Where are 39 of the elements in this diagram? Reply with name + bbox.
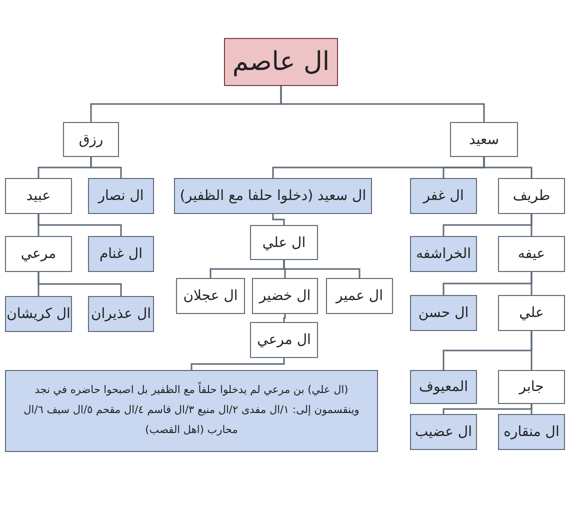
name-box: الخراشفه bbox=[410, 236, 477, 272]
connector-line bbox=[530, 404, 532, 414]
name-box: ال عذيران bbox=[88, 296, 154, 332]
connector-line bbox=[483, 157, 532, 178]
name-box: علي bbox=[498, 295, 565, 331]
name-box: ال علي bbox=[250, 225, 318, 260]
name-box: طريف bbox=[498, 178, 565, 214]
connector-line bbox=[90, 157, 122, 178]
connector-line bbox=[38, 214, 122, 236]
name-box: ال كريشان bbox=[5, 296, 72, 332]
name-box: عيفه bbox=[498, 236, 565, 272]
name-box: جابر bbox=[498, 370, 565, 404]
name-box: ال حسن bbox=[410, 295, 477, 331]
name-box: ال منقاره bbox=[498, 414, 565, 450]
connector-line bbox=[272, 214, 285, 225]
root-box: ال عاصم bbox=[224, 38, 338, 86]
name-box: ال عجلان bbox=[176, 278, 245, 314]
connector-line bbox=[530, 331, 532, 370]
note-box: (ال علي) بن مرعي لم يدخلوا حلفاً مع الظفير بل اصبحوا حاضره في نجد وينقسمون إلى: ١/ال مفدى ٢/ال منيع ٣/ال قاسم ٤/ال مقحم ٥/ال سيف ٦/ال محارب (اهل القصب) bbox=[5, 370, 378, 452]
connector-line bbox=[190, 358, 285, 370]
name-box: سعيد bbox=[450, 122, 518, 157]
name-box: رزق bbox=[63, 122, 119, 157]
connector-line bbox=[283, 314, 286, 322]
connector-line bbox=[530, 214, 532, 236]
name-box: ال خضير bbox=[252, 278, 318, 314]
name-box: ال غفر bbox=[410, 178, 477, 214]
connector-line bbox=[530, 272, 532, 295]
name-box: ال مرعي bbox=[250, 322, 318, 358]
name-box: المعيوف bbox=[410, 370, 477, 404]
name-box: ال غنام bbox=[88, 236, 154, 272]
connector-line bbox=[38, 272, 122, 296]
name-box: مرعي bbox=[5, 236, 72, 272]
name-box: ال عضيب bbox=[410, 414, 477, 450]
name-box: ال عمير bbox=[326, 278, 393, 314]
connector-line bbox=[283, 260, 360, 278]
name-box: ال نصار bbox=[88, 178, 154, 214]
name-box: عبيد bbox=[5, 178, 72, 214]
connector-line bbox=[280, 86, 485, 122]
name-box: ال سعيد (دخلوا حلفا مع الظفير) bbox=[174, 178, 372, 214]
